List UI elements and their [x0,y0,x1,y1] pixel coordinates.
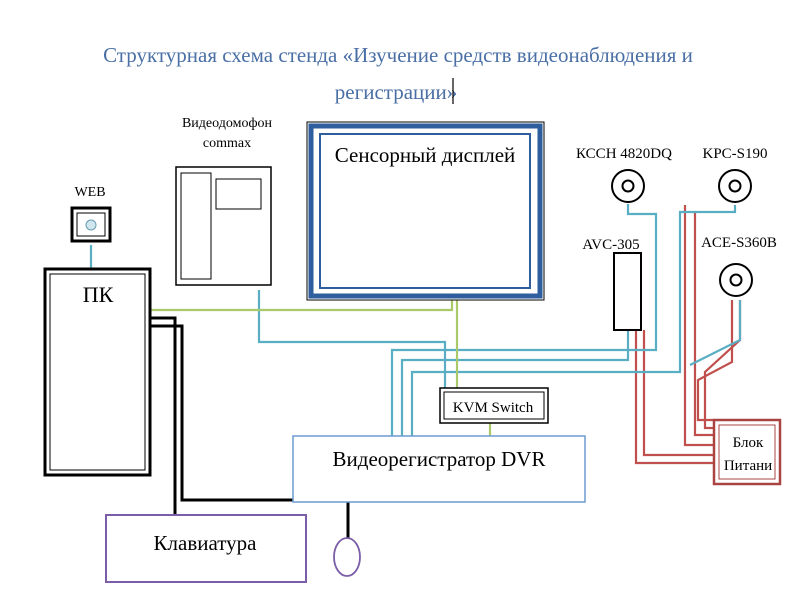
keyboard-block: Клавиатура [105,514,307,583]
kvm-label: KVM Switch [453,400,534,416]
avc-camera-icon [613,252,642,331]
pc-block: ПК [43,267,152,477]
web-camera [70,206,112,243]
keyboard-label: Клавиатура [154,531,258,555]
power-label-line1: Блок [733,435,764,451]
mouse-icon [333,537,361,577]
pc-connections [150,316,350,540]
video-connections [89,204,742,436]
camera1-icon [611,169,645,203]
diagram-title-line2: регистрации» [335,80,457,104]
power-supply-block: Блок Питани [712,418,782,486]
camera2-icon [718,169,752,203]
kvm-switch-block: KVM Switch [439,387,549,424]
kvm-connections [150,300,492,436]
intercom-label-line2: commax [203,136,251,151]
camera2-label: KPC-S190 [702,146,767,162]
touch-display-block: Сенсорный дисплей [306,121,545,301]
intercom-device [175,166,272,286]
camera1-label: КССН 4820DQ [576,146,672,162]
intercom-label-line1: Видеодомофон [182,116,273,131]
web-label: WEB [74,185,105,200]
camera3-label: ACE-S360B [701,235,777,251]
diagram-title-line1: Структурная схема стенда «Изучение средс… [103,43,693,67]
touch-display-label: Сенсорный дисплей [335,143,516,167]
dvr-block: Видеорегистратор DVR [292,435,586,503]
power-label-line2: Питани [724,458,772,474]
webcam-lens-icon [85,219,97,231]
dvr-label: Видеорегистратор DVR [333,447,546,471]
pc-label: ПК [83,282,114,307]
camera3-icon [719,263,753,297]
avc-label: AVC-305 [582,237,639,253]
